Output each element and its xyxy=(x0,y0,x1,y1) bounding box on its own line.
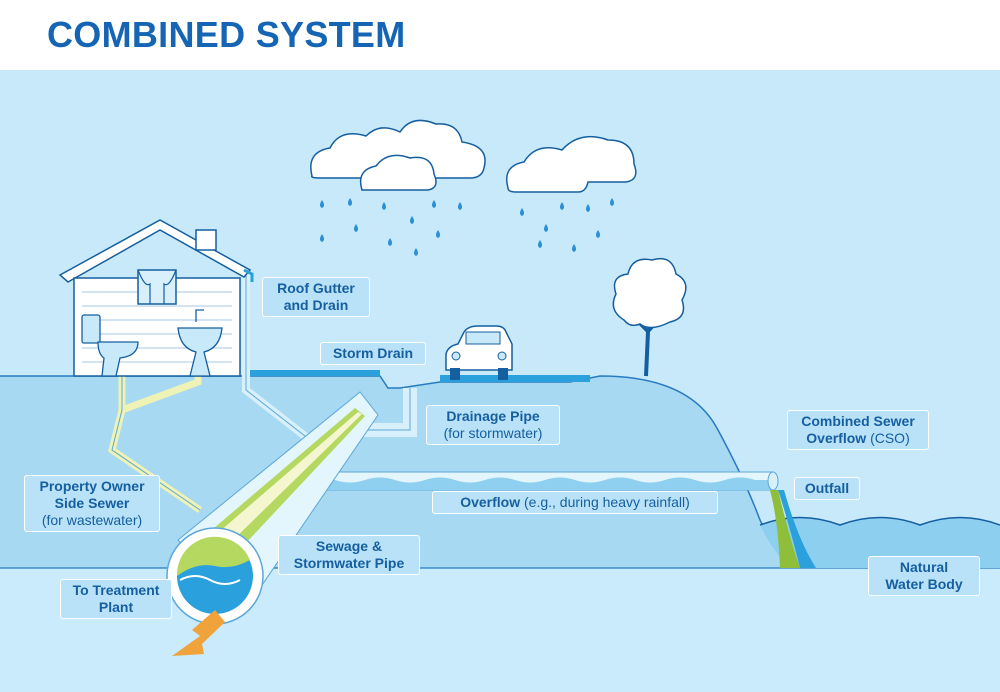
natural-water-body xyxy=(760,517,1000,568)
label-cso-line2-normal: (CSO) xyxy=(870,430,910,446)
drainage-pipe-outline xyxy=(350,388,411,431)
label-cso-line2-bold: Overflow xyxy=(806,430,867,446)
label-natural-water-line1: Natural xyxy=(899,559,949,575)
label-treatment-line1: To Treatment xyxy=(72,582,160,598)
pipe-cross-section-sewage xyxy=(176,536,250,576)
label-sewage-pipe: Sewage &Stormwater Pipe xyxy=(278,535,420,575)
outfall-sewage-stream xyxy=(770,490,800,568)
label-storm-drain-text: Storm Drain xyxy=(332,345,414,361)
toilet-sewer-outline xyxy=(111,376,201,511)
label-outfall-text: Outfall xyxy=(804,480,850,496)
surface-water-right xyxy=(440,375,590,382)
label-drainage-pipe: Drainage Pipe(for stormwater) xyxy=(426,405,560,445)
outfall-end xyxy=(767,471,779,491)
label-treatment-line2: Plant xyxy=(98,599,134,615)
sink-sewer-line xyxy=(120,376,202,414)
label-overflow-bold: Overflow xyxy=(460,494,521,510)
label-outfall: Outfall xyxy=(794,477,860,500)
label-sewage-pipe-line2: Stormwater Pipe xyxy=(293,555,405,571)
overflow-pipe-water xyxy=(305,477,773,490)
tree-icon xyxy=(612,257,687,377)
surface-water-left xyxy=(248,370,380,376)
raindrop-icon xyxy=(320,198,614,256)
treatment-arrow-icon xyxy=(172,610,225,656)
roof-downpipe-outline xyxy=(245,270,311,441)
label-property-sewer-line3: (for wastewater) xyxy=(41,512,143,528)
house-icon xyxy=(58,219,254,377)
label-storm-drain: Storm Drain xyxy=(320,342,426,365)
page-title: COMBINED SYSTEM xyxy=(47,14,406,55)
label-overflow: Overflow (e.g., during heavy rainfall) xyxy=(432,491,718,514)
label-roof-gutter-line1: Roof Gutter xyxy=(277,280,355,296)
main-pipe-wastewater-stream xyxy=(212,412,362,548)
label-roof-gutter-line2: and Drain xyxy=(283,297,349,313)
label-cso-line1: Combined Sewer xyxy=(801,413,915,429)
label-drainage-pipe-line1: Drainage Pipe xyxy=(446,408,540,424)
label-overflow-normal: (e.g., during heavy rainfall) xyxy=(524,494,690,510)
label-property-sewer-line2: Side Sewer xyxy=(54,495,130,511)
pipe-cross-section-wave xyxy=(179,575,241,585)
sink-icon xyxy=(177,309,223,377)
toilet-icon xyxy=(81,314,139,377)
car-icon xyxy=(445,325,513,380)
water-surface-wave xyxy=(759,516,1000,526)
outfall-water-stream xyxy=(778,490,816,568)
label-sewage-pipe-line1: Sewage & xyxy=(315,538,383,554)
label-natural-water-line2: Water Body xyxy=(885,576,963,592)
label-drainage-pipe-line2: (for stormwater) xyxy=(443,425,543,441)
cloud-icon xyxy=(310,119,637,193)
label-property-sewer-line1: Property Owner xyxy=(39,478,145,494)
